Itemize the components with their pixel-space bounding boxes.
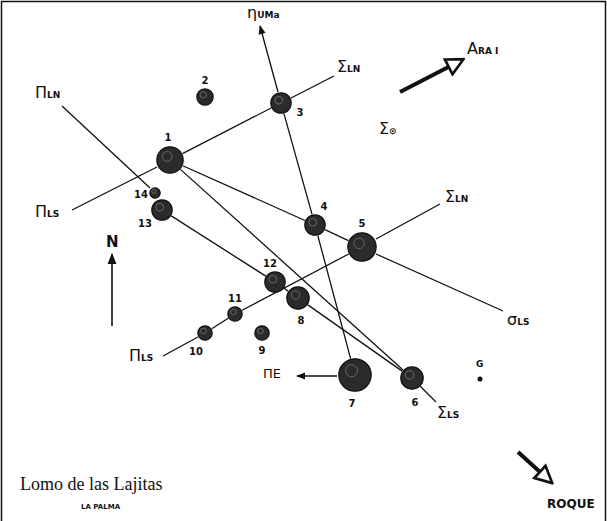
alignment-extension	[291, 76, 334, 98]
cairn-marker: 12	[264, 271, 286, 293]
cairn-shape	[338, 358, 372, 392]
direction-label: ΠLS	[34, 203, 60, 221]
alignment-line	[183, 166, 305, 221]
cairn-marker: 2	[196, 88, 214, 106]
cairn-number: 3	[296, 107, 305, 118]
direction-label-text: ΣLN	[337, 58, 360, 76]
cairn-marker: 3	[270, 92, 292, 114]
north-arrow	[111, 254, 113, 326]
alignment-line	[242, 254, 349, 310]
direction-arrow	[518, 452, 551, 482]
cairn-marker: 4	[304, 214, 326, 236]
map-title: Lomo de las Lajitas	[20, 474, 162, 495]
direction-label: ΣLS	[436, 404, 460, 422]
cairn-marker: 8	[286, 286, 310, 310]
direction-label-text: ΠLS	[129, 347, 153, 365]
direction-label-text: ηUMa	[247, 4, 279, 22]
cairn-number: 11	[227, 293, 243, 304]
cairn-marker: 1	[156, 146, 184, 174]
alignment-line	[284, 114, 312, 215]
cairn-number: 6	[411, 397, 420, 408]
direction-label: N	[105, 234, 120, 251]
cairn-shape	[347, 232, 377, 262]
cairn-shape	[151, 199, 173, 221]
cairn-number: 2	[201, 75, 210, 86]
cairn-shape	[197, 325, 213, 341]
cairn-number: 14	[133, 189, 149, 200]
cairn-number: 10	[188, 346, 204, 357]
cairn-marker: 14	[149, 187, 161, 199]
direction-label: Σ⊙	[378, 120, 398, 138]
direction-label: ΣLN	[444, 188, 469, 206]
cairn-marker: 6	[400, 366, 424, 390]
cairn-shape	[264, 271, 286, 293]
direction-label-text: ΠLN	[35, 84, 60, 102]
cairn-number: 13	[137, 218, 153, 229]
cairn-number: 1	[164, 132, 173, 143]
direction-label-text: σLS	[507, 311, 529, 329]
alignment-extension	[260, 26, 278, 92]
cairn-marker: 13	[151, 199, 173, 221]
direction-label-text: ΣLN	[445, 188, 468, 206]
point-marker	[478, 377, 483, 382]
direction-arrow	[400, 60, 462, 92]
cairn-marker: 5	[347, 232, 377, 262]
direction-label-text: ΠLS	[35, 203, 59, 221]
direction-label: ΣLN	[336, 58, 361, 76]
cairn-shape	[156, 146, 184, 174]
alignment-extension	[72, 167, 157, 210]
cairn-number: 7	[348, 398, 357, 409]
direction-label: ηUMa	[246, 4, 280, 22]
alignment-line	[180, 169, 403, 370]
cairn-shape	[304, 214, 326, 236]
direction-label-text: Σ⊙	[379, 120, 397, 138]
direction-label: LA PALMA	[80, 504, 121, 512]
direction-label: σLS	[506, 311, 530, 329]
direction-label: G	[475, 360, 484, 370]
direction-label: ΠLS	[128, 347, 154, 365]
alignment-line	[171, 216, 265, 276]
cairn-shape	[400, 366, 424, 390]
alignment-line	[284, 288, 288, 291]
cairn-number: 9	[258, 345, 267, 356]
cairn-number: 8	[297, 315, 306, 326]
direction-label: ROQUE	[546, 498, 596, 511]
alignment-extension	[62, 106, 150, 188]
cairn-number: 12	[262, 258, 278, 269]
cairn-marker: 7	[338, 358, 372, 392]
direction-label: ΠE	[262, 367, 282, 381]
alignment-extension	[420, 386, 436, 402]
direction-label: ARA I	[466, 40, 499, 58]
cairn-number: 4	[320, 201, 329, 212]
alignment-line	[182, 108, 271, 154]
direction-label-text: ARA I	[467, 40, 498, 58]
direction-label-text: ΣLS	[437, 404, 459, 422]
cairn-shape	[196, 88, 214, 106]
cairn-number: 5	[358, 218, 367, 229]
cairn-marker: 11	[227, 306, 243, 322]
cairn-shape	[254, 325, 270, 341]
alignment-line	[325, 230, 348, 241]
alignment-extension	[297, 375, 337, 376]
cairn-shape	[286, 286, 310, 310]
cairn-shape	[149, 187, 161, 199]
cairn-shape	[227, 306, 243, 322]
cairn-shape	[270, 92, 292, 114]
direction-label: ΠLN	[34, 84, 61, 102]
alignment-extension	[376, 204, 440, 239]
alignment-extension	[376, 254, 503, 311]
cairn-marker: 10	[197, 325, 213, 341]
alignment-line	[212, 318, 228, 328]
cairn-marker: 9	[254, 325, 270, 341]
